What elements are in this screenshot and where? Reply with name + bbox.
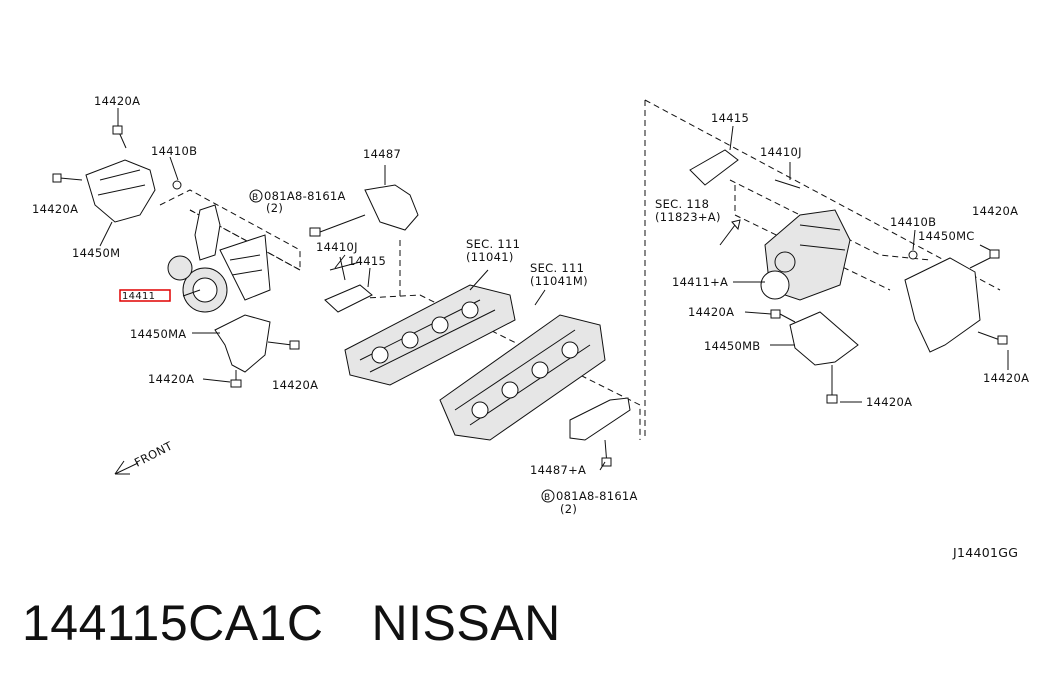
label-bolt: 081A8-8161A (264, 189, 346, 203)
bolt-marker-letter: B (252, 193, 258, 203)
bolt-marker-icon (249, 189, 263, 203)
right-turbocharger (689, 149, 1008, 404)
label-14415: 14415 (711, 111, 749, 125)
svg-text:14411: 14411 (122, 291, 155, 302)
label-14411A: 14411+A (672, 275, 728, 289)
label-14420A: 14420A (94, 94, 140, 108)
label-14410J: 14410J (760, 145, 802, 159)
label-14450MA: 14450MA (130, 327, 186, 341)
label-14450M: 14450M (72, 246, 120, 260)
label-14420A: 14420A (148, 372, 194, 386)
label-sec111-ref: (11041) (466, 250, 514, 264)
leader-lines (99, 108, 1009, 471)
left-turbocharger (52, 125, 300, 388)
bolt-marker-icon (541, 489, 555, 503)
cylinder-heads (309, 184, 631, 467)
label-14487A: 14487+A (530, 463, 586, 477)
label-14420A: 14420A (972, 204, 1018, 218)
label-bolt: 081A8-8161A (556, 489, 638, 503)
label-bolt-qty: (2) (560, 502, 577, 516)
bolt-marker-letter: B (544, 493, 550, 503)
label-sec118: SEC. 118 (655, 197, 709, 211)
label-14410B: 14410B (151, 144, 197, 158)
part-caption: 144115CA1C NISSAN (22, 594, 561, 664)
label-sec111-ref: (11041M) (530, 274, 588, 288)
label-14487: 14487 (363, 147, 401, 161)
label-14420A: 14420A (688, 305, 734, 319)
label-14420A: 14420A (272, 378, 318, 392)
label-bolt-qty: (2) (266, 201, 283, 215)
front-label: FRONT (132, 438, 175, 469)
brand-name: NISSAN (371, 595, 561, 651)
label-14420A: 14420A (983, 371, 1029, 385)
label-14450MC: 14450MC (918, 229, 975, 243)
label-14420A: 14420A (866, 395, 912, 409)
label-sec111: SEC. 111 (530, 261, 584, 275)
label-14410B: 14410B (890, 215, 936, 229)
front-direction-indicator: FRONT (114, 438, 175, 475)
label-14420A: 14420A (32, 202, 78, 216)
part-number: 144115CA1C (22, 595, 324, 651)
parts-diagram: 14420A 14410B 14420A 14450M 14450MA 1442… (32, 94, 1029, 560)
label-sec118-ref: (11823+A) (655, 210, 721, 224)
callout-labels: 14420A 14410B 14420A 14450M 14450MA 1442… (32, 94, 1029, 560)
highlighted-part-14411[interactable]: 14411 (119, 289, 171, 302)
label-sec111: SEC. 111 (466, 237, 520, 251)
label-14415: 14415 (348, 254, 386, 268)
label-14410J: 14410J (316, 240, 358, 254)
label-14450MB: 14450MB (704, 339, 761, 353)
diagram-code: J14401GG (952, 545, 1018, 560)
